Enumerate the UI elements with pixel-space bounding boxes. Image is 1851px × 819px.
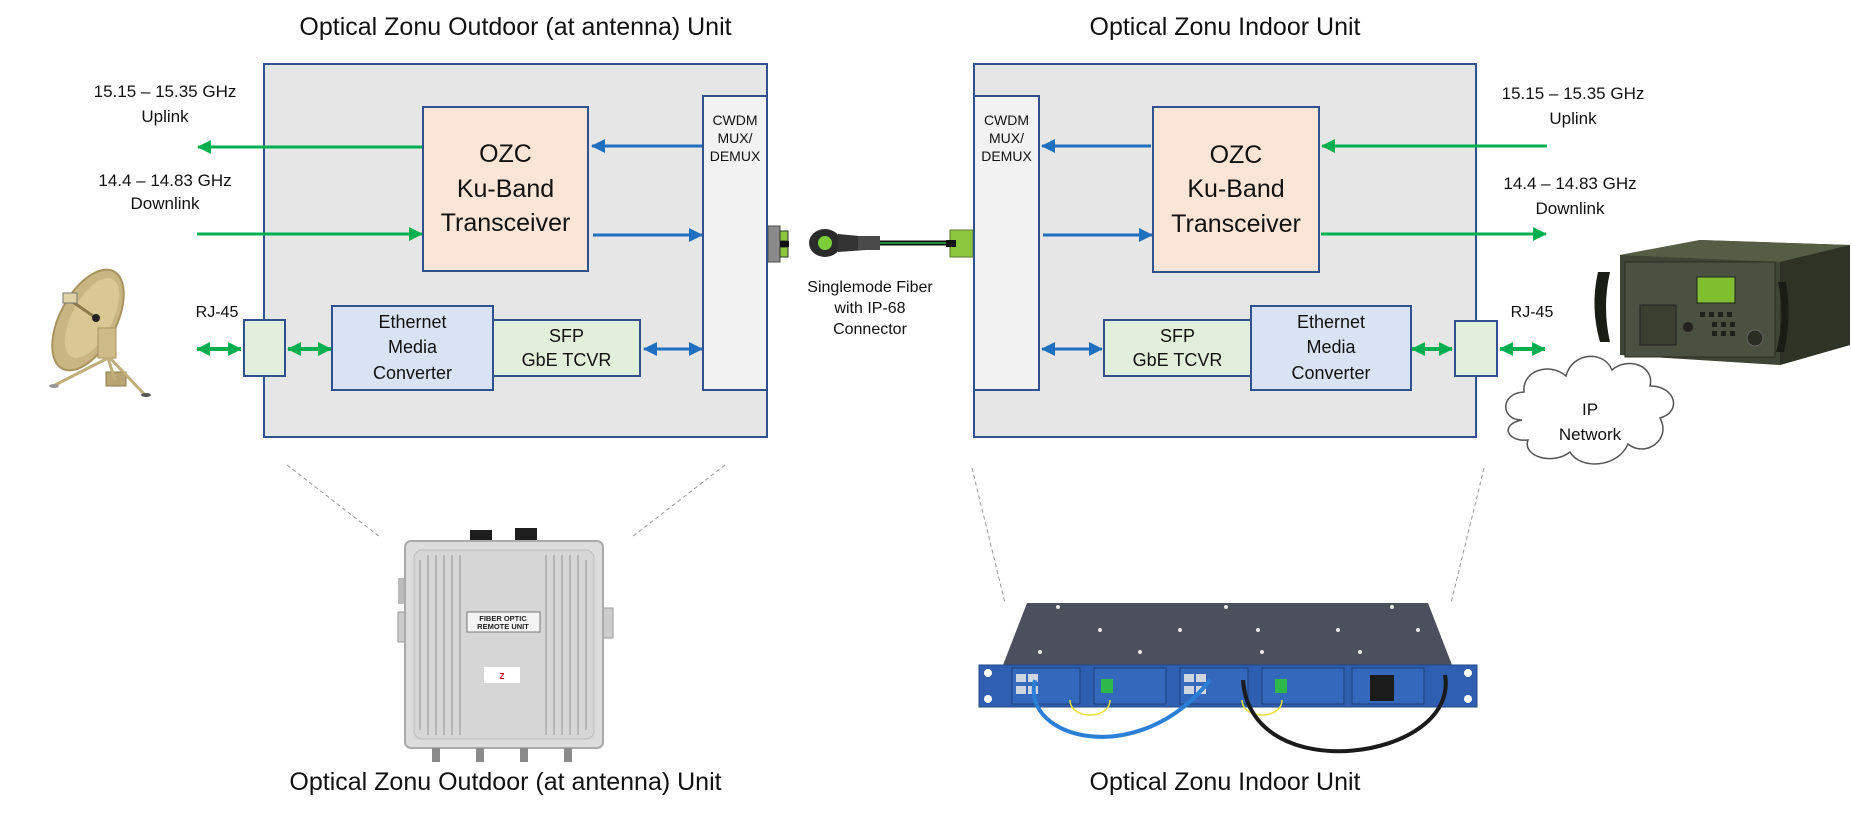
- outdoor-cwdm-mux: CWDM MUX/ DEMUX: [702, 95, 768, 391]
- indoor-rj45-port: [1454, 320, 1498, 377]
- outdoor-uplink-freq: 15.15 – 15.35 GHz: [93, 82, 237, 101]
- indoor-mux-label: CWDM MUX/ DEMUX: [981, 112, 1032, 165]
- indoor-ku-band-transceiver: OZC Ku-Band Transceiver: [1152, 106, 1320, 273]
- indoor-downlink-freq: 14.4 – 14.83 GHz: [1503, 174, 1637, 193]
- outdoor-sfp-transceiver: SFP GbE TCVR: [492, 319, 641, 377]
- outdoor-ethernet-media-converter: Ethernet Media Converter: [331, 305, 494, 391]
- outdoor-unit-caption: Optical Zonu Outdoor (at antenna) Unit: [289, 768, 722, 796]
- indoor-cwdm-mux: CWDM MUX/ DEMUX: [973, 95, 1040, 391]
- indoor-downlink-label: Downlink: [1535, 199, 1605, 218]
- outdoor-sfp-label: SFP GbE TCVR: [521, 325, 612, 370]
- ip-network-label: IP Network: [1558, 400, 1622, 444]
- outdoor-downlink-freq: 14.4 – 14.83 GHz: [98, 171, 232, 190]
- indoor-uplink-label: Uplink: [1549, 109, 1597, 128]
- indoor-unit-title: Optical Zonu Indoor Unit: [1089, 13, 1361, 41]
- outdoor-ku-band-transceiver: OZC Ku-Band Transceiver: [422, 106, 589, 272]
- outdoor-rj45-port: [243, 319, 286, 377]
- indoor-unit-caption: Optical Zonu Indoor Unit: [1089, 768, 1361, 796]
- outdoor-media-converter-label: Ethernet Media Converter: [372, 312, 453, 383]
- outdoor-uplink-label: Uplink: [141, 107, 189, 126]
- indoor-sfp-transceiver: SFP GbE TCVR: [1103, 319, 1252, 377]
- outdoor-rj45-label: RJ-45: [195, 304, 239, 321]
- indoor-sfp-label: SFP GbE TCVR: [1132, 325, 1223, 370]
- indoor-media-converter-label: Ethernet Media Converter: [1291, 312, 1371, 383]
- outdoor-downlink-label: Downlink: [130, 194, 200, 213]
- indoor-ethernet-media-converter: Ethernet Media Converter: [1250, 305, 1412, 391]
- indoor-transceiver-label: OZC Ku-Band Transceiver: [1171, 140, 1301, 238]
- indoor-uplink-freq: 15.15 – 15.35 GHz: [1501, 84, 1645, 103]
- outdoor-transceiver-label: OZC Ku-Band Transceiver: [440, 140, 571, 238]
- fiber-link-label: Singlemode Fiber with IP-68 Connector: [807, 279, 933, 338]
- outdoor-unit-title: Optical Zonu Outdoor (at antenna) Unit: [299, 13, 732, 41]
- outdoor-mux-label: CWDM MUX/ DEMUX: [709, 112, 761, 165]
- indoor-rj45-label: RJ-45: [1510, 304, 1554, 321]
